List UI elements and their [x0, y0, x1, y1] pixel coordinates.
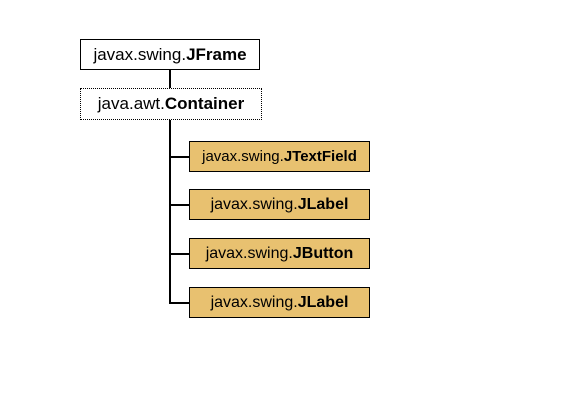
node-jlabel-1-package: javax.swing.: [210, 195, 298, 213]
node-jbutton-class: JButton: [292, 244, 354, 262]
node-jlabel-2-package: javax.swing.: [210, 293, 298, 311]
node-jbutton-package: javax.swing.: [205, 244, 293, 262]
node-container: java.awt.Container: [80, 88, 262, 120]
connector-trunk: [169, 120, 171, 303]
node-jlabel-2-class: JLabel: [297, 293, 349, 311]
connector-branch-jlabel-2: [169, 302, 189, 304]
node-jlabel-2: javax.swing.JLabel: [189, 287, 370, 318]
connector-branch-jlabel-1: [169, 204, 189, 206]
connector-jframe-to-container: [169, 70, 171, 88]
node-container-class: Container: [164, 94, 245, 113]
connector-branch-jtextfield: [169, 156, 189, 158]
node-jbutton: javax.swing.JButton: [189, 238, 370, 269]
node-jlabel-1-class: JLabel: [297, 195, 349, 213]
node-container-package: java.awt.: [97, 94, 165, 113]
node-jtextfield: javax.swing.JTextField: [189, 141, 370, 172]
node-jtextfield-class: JTextField: [283, 148, 357, 165]
node-jframe-class: JFrame: [186, 44, 247, 64]
node-jtextfield-package: javax.swing.: [202, 148, 284, 165]
node-jframe-package: javax.swing.: [93, 44, 187, 64]
connector-branch-jbutton: [169, 253, 189, 255]
node-jlabel-1: javax.swing.JLabel: [189, 189, 370, 220]
node-jframe: javax.swing.JFrame: [80, 39, 260, 70]
